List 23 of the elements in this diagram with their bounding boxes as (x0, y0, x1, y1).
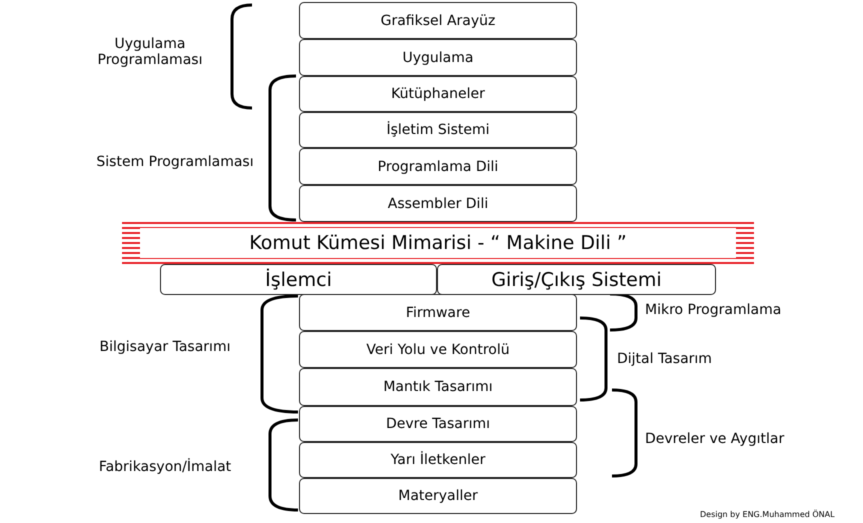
layer-box: Devre Tasarımı (299, 406, 577, 442)
bracket-label: Mikro Programlama (645, 302, 782, 318)
bracket-label: Dijtal Tasarım (617, 351, 713, 367)
layer-box: Yarı İletkenler (299, 442, 577, 478)
bracket-label: Fabrikasyon/İmalat (98, 459, 232, 475)
layer-box: Firmware (299, 294, 577, 331)
bracket-label: Sistem Programlaması (95, 154, 255, 170)
layer-box: İşletim Sistemi (299, 112, 577, 148)
bracket-label: Uygulama Programlaması (96, 36, 204, 68)
layer-box: Veri Yolu ve Kontrolü (299, 331, 577, 368)
bracket-label: Devreler ve Aygıtlar (645, 431, 786, 447)
layer-box: Kütüphaneler (299, 76, 577, 112)
layer-box: Materyaller (299, 478, 577, 514)
layer-box: Mantık Tasarımı (299, 368, 577, 406)
layer-box: Assembler Dili (299, 185, 577, 222)
layer-box: Grafiksel Arayüz (299, 2, 577, 39)
band-label: Komut Kümesi Mimarisi - “ Makine Dili ” (140, 228, 736, 258)
bracket-label: Bilgisayar Tasarımı (98, 339, 232, 355)
credit-text: Design by ENG.Muhammed ÖNAL (700, 510, 836, 519)
layer-box: Uygulama (299, 39, 577, 76)
layer-box: Giriş/Çıkış Sistemi (437, 264, 716, 295)
layer-box: İşlemci (160, 264, 437, 295)
layer-box: Programlama Dili (299, 148, 577, 185)
